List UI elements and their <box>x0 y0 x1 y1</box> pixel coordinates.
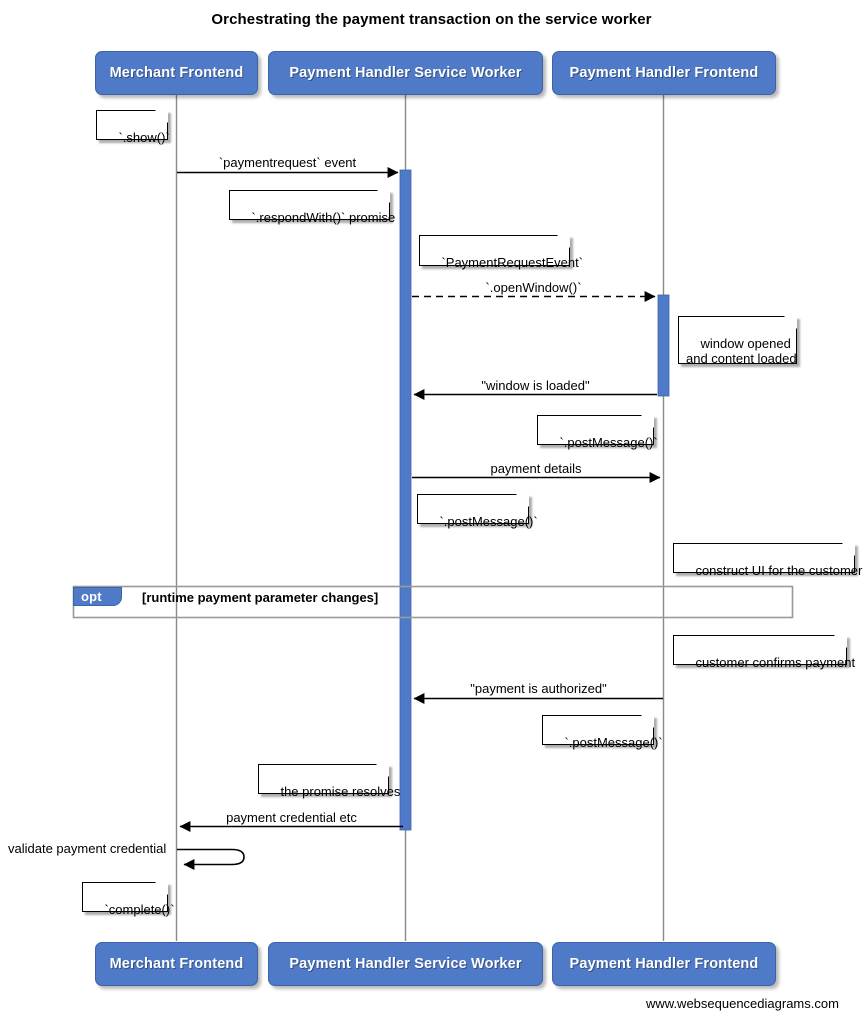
arrow-validate-payment-credential <box>177 848 245 870</box>
note-fold-icon <box>516 494 529 507</box>
note-text: `.postMessage()` <box>564 735 663 750</box>
fragment-kind-label: opt <box>81 589 102 604</box>
participant-label: Merchant Frontend <box>109 956 244 972</box>
message-text: `paymentrequest` event <box>218 155 357 170</box>
participant-label: Payment Handler Service Worker <box>289 956 522 972</box>
fragment-opt-condition: [runtime payment parameter changes] <box>142 590 379 605</box>
participant-label: Payment Handler Frontend <box>569 956 759 972</box>
message-label-window-is-loaded: "window is loaded" <box>414 379 657 393</box>
message-label-payment-is-authorized: "payment is authorized" <box>414 682 663 696</box>
message-arrows <box>177 167 663 870</box>
note-fold-icon <box>155 110 168 123</box>
message-text: "window is loaded" <box>481 378 590 393</box>
participant-payment-handler-service-worker-bottom[interactable]: Payment Handler Service Worker <box>268 942 543 986</box>
activation-payment-handler-frontend <box>657 294 670 397</box>
message-label-validate-payment-credential: validate payment credential <box>8 842 173 856</box>
message-label-openwindow: `.openWindow()` <box>412 281 655 295</box>
note-postmessage-sw-2: `.postMessage()` <box>417 494 538 529</box>
note-text: customer confirms payment <box>695 655 856 670</box>
diagram-title: Orchestrating the payment transaction on… <box>211 11 652 28</box>
message-label-payment-details: payment details <box>412 462 660 476</box>
participant-label: Payment Handler Frontend <box>569 65 759 81</box>
participant-merchant-frontend-top[interactable]: Merchant Frontend <box>95 51 258 95</box>
message-text: "payment is authorized" <box>470 681 607 696</box>
participant-merchant-frontend-bottom[interactable]: Merchant Frontend <box>95 942 258 986</box>
note-text: `complete()` <box>104 902 175 917</box>
note-fold-icon <box>842 543 855 556</box>
note-text: `.postMessage()` <box>439 514 538 529</box>
participant-payment-handler-service-worker-top[interactable]: Payment Handler Service Worker <box>268 51 543 95</box>
message-text: validate payment credential <box>8 841 167 856</box>
message-label-paymentrequest-event: `paymentrequest` event <box>177 156 398 170</box>
note-fold-icon <box>834 635 847 648</box>
note-window-opened-and-content-loaded: window opened and content loaded <box>678 316 797 366</box>
note-text: `.respondWith()` promise <box>251 210 396 225</box>
note-show: `.show()` <box>96 110 170 145</box>
note-fold-icon <box>641 715 654 728</box>
note-fold-icon <box>557 235 570 248</box>
note-fold-icon <box>377 190 390 203</box>
message-text: payment credential etc <box>226 810 357 825</box>
note-complete: `complete()` <box>82 882 175 917</box>
participant-label: Payment Handler Service Worker <box>289 65 522 81</box>
activation-service-worker <box>399 169 412 831</box>
note-the-promise-resolves: the promise resolves <box>258 764 400 799</box>
participant-payment-handler-frontend-bottom[interactable]: Payment Handler Frontend <box>552 942 776 986</box>
note-construct-ui-for-the-customer: construct UI for the customer <box>673 543 862 578</box>
note-customer-confirms-payment: customer confirms payment <box>673 635 855 670</box>
message-text: `.openWindow()` <box>485 280 582 295</box>
note-text: `PaymentRequestEvent` <box>441 255 584 270</box>
note-fold-icon <box>641 415 654 428</box>
footer-watermark: www.websequencediagrams.com <box>646 996 839 1011</box>
participant-payment-handler-frontend-top[interactable]: Payment Handler Frontend <box>552 51 776 95</box>
note-text: `.postMessage()` <box>559 435 658 450</box>
note-postmessage-phf: `.postMessage()` <box>542 715 663 750</box>
note-respondwith-promise: `.respondWith()` promise <box>229 190 395 225</box>
note-text: `.show()` <box>118 130 170 145</box>
note-paymentrequestevent: `PaymentRequestEvent` <box>419 235 583 270</box>
message-text: payment details <box>490 461 582 476</box>
note-postmessage-sw-1: `.postMessage()` <box>537 415 658 450</box>
note-text: the promise resolves <box>280 784 401 799</box>
note-fold-icon <box>155 882 168 895</box>
note-fold-icon <box>376 764 389 777</box>
activation-bars <box>399 169 670 831</box>
participant-label: Merchant Frontend <box>109 65 244 81</box>
fragment-opt-tab: opt <box>73 587 122 606</box>
message-label-payment-credential-etc: payment credential etc <box>180 811 403 825</box>
note-fold-icon <box>784 316 797 329</box>
note-text: construct UI for the customer <box>695 563 863 578</box>
note-text: window opened and content loaded <box>686 336 797 366</box>
